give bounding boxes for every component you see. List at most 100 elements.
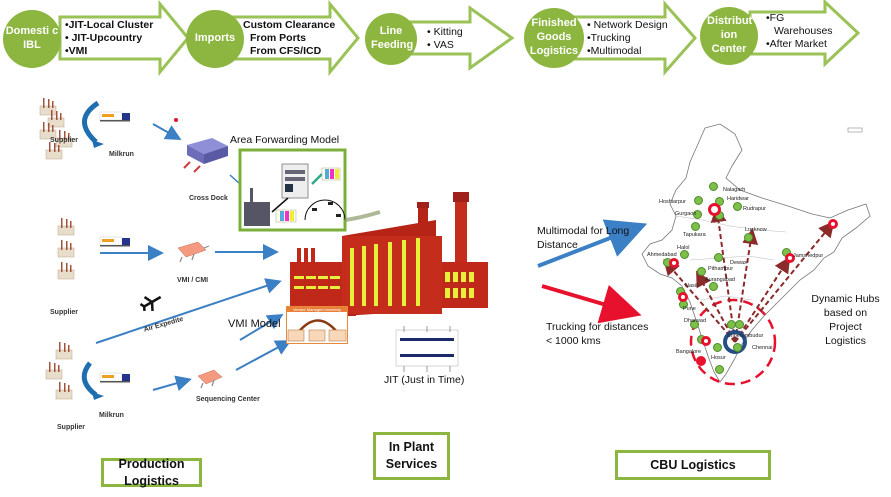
cbu-map bbox=[537, 123, 871, 386]
plant-marker-icon bbox=[715, 365, 724, 374]
city-label: Aurangabad bbox=[705, 277, 735, 283]
area-forwarding-illustration bbox=[244, 163, 346, 226]
supplier-factory-icon bbox=[39, 97, 57, 116]
stage-item: • JIT-Upcountry bbox=[65, 32, 143, 44]
truck-icon bbox=[99, 372, 131, 383]
vmi-model-arrow bbox=[239, 313, 284, 341]
stage-item: •VMI bbox=[65, 45, 88, 57]
jit-label: JIT (Just in Time) bbox=[384, 374, 465, 386]
stage-list-distribution: •FG Warehouses •After Market bbox=[766, 12, 833, 51]
plant-factory-icon bbox=[290, 192, 488, 316]
stage-list-domestic: •JIT-Local Cluster • JIT-Upcountry •VMI bbox=[65, 19, 153, 58]
dynamic-hubs-label: Dynamic Hubs based on Project Logistics bbox=[811, 293, 880, 347]
city-label: Pune bbox=[683, 306, 696, 312]
stage-arrows-band bbox=[58, 0, 861, 77]
hub-marker-icon bbox=[669, 258, 679, 268]
stage-item: From Ports bbox=[250, 32, 307, 44]
milkrun-curve-icon bbox=[82, 100, 100, 144]
route-arrow bbox=[734, 220, 835, 343]
plant-marker-icon bbox=[697, 267, 706, 276]
cbu-logistics-box: CBU Logistics bbox=[615, 450, 771, 480]
chennai-hub-icon bbox=[723, 330, 747, 354]
city-label: Pithampur bbox=[708, 266, 734, 272]
supplier-group-1 bbox=[39, 97, 73, 160]
stage-arrow-3 bbox=[403, 5, 515, 71]
stage-circle-line-feeding: Line Feeding bbox=[365, 13, 417, 65]
vmi-inset-title: Vendor Managed Inventory bbox=[287, 307, 347, 312]
plant-marker-icon bbox=[733, 343, 742, 352]
supplier-label-1: Supplier bbox=[50, 137, 79, 144]
in-plant-services-box: In Plant Services bbox=[373, 432, 450, 480]
plant-marker-icon bbox=[680, 250, 689, 259]
city-label: Dharwad bbox=[684, 318, 707, 324]
trucking-label: Trucking for distances < 1000 kms bbox=[546, 321, 649, 347]
cbu-logistics-label: CBU Logistics bbox=[650, 457, 736, 472]
city-label: Gurgaon bbox=[675, 211, 697, 217]
in-plant-label-line1: In Plant bbox=[388, 440, 435, 454]
flow-arrow bbox=[152, 375, 192, 391]
multimodal-label: Multimodal for Long Distance bbox=[537, 225, 630, 251]
vmi-cmi-label: VMI / CMI bbox=[177, 277, 209, 284]
stage-circle-label: Line Feeding bbox=[371, 25, 414, 51]
air-expedite-arrow bbox=[95, 278, 282, 344]
stage-circle-label: Finished Goods Logistics bbox=[529, 17, 579, 57]
stage-circle-imports: Imports bbox=[186, 10, 244, 68]
trucking-arrow bbox=[541, 284, 642, 324]
supplier-group-3 bbox=[45, 341, 73, 400]
city-label: Sriperumbudur bbox=[727, 333, 764, 339]
route-arrow bbox=[663, 258, 736, 343]
stage-circle-finished-goods: Finished Goods Logistics bbox=[524, 8, 584, 68]
stage-circle-distribution-center: Distribut ion Center bbox=[700, 7, 758, 65]
hub-marker-icon bbox=[708, 203, 721, 216]
city-label: Nalagarh bbox=[723, 187, 746, 193]
stage-arrow-1 bbox=[58, 0, 190, 77]
production-logistics-label: Production Logistics bbox=[118, 456, 185, 488]
city-label: Hoshiarpur bbox=[659, 199, 686, 205]
route-arrow bbox=[696, 270, 736, 343]
stage-item: •After Market bbox=[766, 38, 827, 50]
sequencing-center-icon bbox=[197, 369, 223, 389]
plant-marker-icon bbox=[713, 343, 722, 352]
stage-item: From CFS/ICD bbox=[250, 45, 322, 57]
plant-marker-icon bbox=[733, 202, 742, 211]
city-label: Rudrapur bbox=[743, 206, 766, 212]
stage-item: •FG bbox=[766, 12, 785, 24]
multimodal-arrow bbox=[537, 219, 648, 268]
stage-arrow-5 bbox=[748, 0, 861, 68]
dynamic-hub-circle bbox=[689, 298, 777, 386]
city-label: Bangalore bbox=[676, 349, 702, 355]
milkrun-curve-icon bbox=[81, 361, 98, 397]
city-label: Haridwar bbox=[727, 196, 750, 202]
sequencing-center-label: Sequencing Center bbox=[196, 396, 260, 403]
hub-marker-icon bbox=[696, 356, 706, 366]
stage-arrow-2 bbox=[228, 0, 360, 77]
city-label: Jamshedpur bbox=[793, 253, 824, 259]
hub-marker-icon bbox=[701, 336, 711, 346]
stage-item: •JIT-Local Cluster bbox=[65, 19, 154, 31]
stage-item: •Trucking bbox=[587, 32, 631, 44]
india-map-outline bbox=[641, 123, 871, 383]
vmi-inset: Vendor Managed Inventory bbox=[286, 306, 348, 344]
route-arrow bbox=[710, 206, 736, 343]
hub-marker-icon bbox=[828, 219, 838, 229]
stage-list-imports: Custom Clearance From Ports From CFS/ICD bbox=[243, 19, 335, 58]
area-forwarding-label: Area Forwarding Model bbox=[230, 134, 340, 146]
production-diagram bbox=[39, 97, 488, 400]
map-legend-box bbox=[847, 127, 863, 133]
stage-item: • VAS bbox=[427, 39, 454, 51]
flow-arrow bbox=[152, 123, 182, 140]
milkrun-label-1: Milkrun bbox=[109, 151, 134, 158]
hub-marker-icon bbox=[785, 253, 795, 263]
plant-marker-icon bbox=[693, 210, 702, 219]
city-label: Nasik bbox=[685, 283, 699, 289]
flow-arrow bbox=[235, 340, 292, 371]
stage-arrow-4 bbox=[573, 0, 698, 76]
plant-marker-icon bbox=[694, 196, 703, 205]
stage-circle-label: Distribut ion Center bbox=[707, 15, 753, 55]
milkrun-label-2: Milkrun bbox=[99, 412, 124, 419]
plant-marker-icon bbox=[714, 253, 723, 262]
cross-dock-icon bbox=[183, 138, 228, 173]
city-label: Chennai bbox=[752, 345, 773, 351]
production-logistics-box: Production Logistics bbox=[101, 456, 202, 488]
vmi-model-label: VMI Model bbox=[228, 318, 281, 330]
